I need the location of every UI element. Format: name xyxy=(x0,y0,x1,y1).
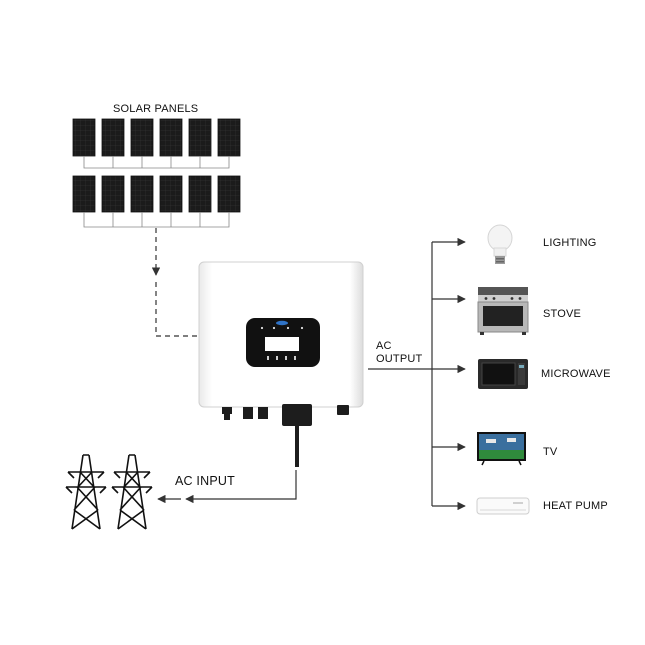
load-label-lighting: LIGHTING xyxy=(543,237,597,249)
solar-panel xyxy=(159,175,183,213)
solar-panels-label: SOLAR PANELS xyxy=(113,103,199,115)
inverter-buttons xyxy=(267,356,296,360)
heat-pump-icon xyxy=(476,497,530,515)
load-label-stove: STOVE xyxy=(543,308,582,320)
solar-panel xyxy=(101,175,125,213)
solar-panel xyxy=(217,175,241,213)
solar-panel xyxy=(72,175,96,213)
solar-panel xyxy=(217,118,241,157)
ac-input-label: AC INPUT xyxy=(175,474,235,488)
solar-panel xyxy=(130,118,154,157)
solar-panel xyxy=(130,175,154,213)
solar-panel xyxy=(159,118,183,157)
ac-output-label-line1: AC xyxy=(376,340,392,352)
inverter-connectors xyxy=(222,404,349,426)
inverter-lcd-screen xyxy=(265,337,299,351)
inverter xyxy=(198,261,364,467)
solar-panel xyxy=(101,118,125,157)
ac-output-label-line2: OUTPUT xyxy=(376,353,423,365)
microwave-icon xyxy=(478,359,528,389)
solar-panel-array xyxy=(72,118,241,228)
solar-panel xyxy=(72,118,96,157)
power-tower-icon xyxy=(65,454,153,530)
output-branches xyxy=(431,237,466,511)
load-label-tv: TV xyxy=(543,446,558,458)
solar-panel xyxy=(188,118,212,157)
power-tower-icon xyxy=(65,454,107,530)
dc-line-to-inverter xyxy=(155,282,200,337)
panel-wiring xyxy=(83,156,230,169)
brand-logo-icon xyxy=(276,320,288,326)
panel-wiring xyxy=(83,212,230,228)
load-label-heat-pump: HEAT PUMP xyxy=(543,500,608,512)
light-bulb-icon xyxy=(487,224,513,264)
load-label-microwave: MICROWAVE xyxy=(541,368,611,380)
tv-icon xyxy=(477,432,526,466)
power-tower-icon xyxy=(111,454,153,530)
ac-input-line xyxy=(185,470,297,504)
solar-panel xyxy=(188,175,212,213)
stove-icon xyxy=(477,287,529,335)
